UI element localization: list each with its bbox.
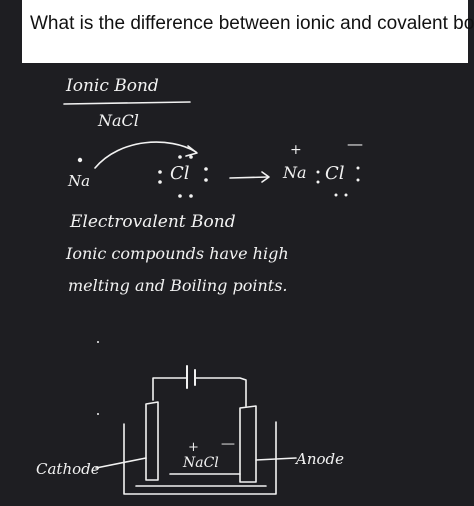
cl-dot-5 bbox=[204, 167, 208, 171]
cathode-electrode bbox=[145, 401, 159, 481]
reaction-arrow bbox=[229, 176, 269, 179]
chlorine-atom-label: Cl bbox=[170, 163, 190, 184]
ion-dot-2 bbox=[316, 180, 320, 184]
ionic-bond-title: Ionic Bond bbox=[66, 76, 159, 96]
cl-dot-7 bbox=[178, 194, 182, 198]
question-header: What is the difference between ionic and… bbox=[22, 0, 474, 63]
cathode-label: Cathode bbox=[36, 460, 100, 478]
chloride-ion-label: Cl bbox=[325, 163, 345, 184]
ion-dot-6 bbox=[344, 193, 348, 197]
title-underline bbox=[63, 101, 191, 105]
cl-dot-2 bbox=[158, 180, 162, 184]
cl-dot-8 bbox=[189, 194, 193, 198]
reaction-arrowhead bbox=[261, 171, 270, 183]
ion-dot-4 bbox=[356, 178, 360, 182]
electrolyte-minus-sign: — bbox=[221, 436, 235, 452]
electrolyte-label: NaCl bbox=[183, 455, 219, 471]
anode-label: Anode bbox=[296, 450, 345, 468]
left-wire bbox=[152, 377, 187, 401]
cathode-leader bbox=[95, 457, 147, 469]
electrolyte-plus-sign: + bbox=[188, 440, 199, 455]
cl-dot-1 bbox=[158, 170, 162, 174]
note-line-electrovalent: Electrovalent Bond bbox=[70, 212, 236, 232]
note-line-ionic-compounds: Ionic compounds have high bbox=[66, 244, 289, 263]
chloride-ion-charge: — bbox=[347, 134, 363, 153]
beaker bbox=[123, 421, 277, 495]
anode-electrode bbox=[239, 405, 257, 483]
question-text: What is the difference between ionic and… bbox=[30, 13, 474, 34]
stray-dot-2 bbox=[97, 413, 99, 415]
na-electron-dot bbox=[77, 157, 83, 163]
sodium-atom-label: Na bbox=[68, 172, 91, 190]
transfer-arrowhead bbox=[185, 145, 198, 157]
ion-dot-5 bbox=[334, 193, 338, 197]
cl-dot-3 bbox=[178, 155, 182, 159]
stray-dot-1 bbox=[97, 341, 99, 343]
ion-dot-1 bbox=[316, 170, 320, 174]
transfer-arrow bbox=[94, 141, 197, 169]
sodium-ion-label: Na bbox=[283, 163, 307, 182]
note-line-melting-points: melting and Boiling points. bbox=[68, 276, 288, 295]
ion-dot-3 bbox=[356, 166, 360, 170]
sodium-ion-charge: + bbox=[290, 142, 302, 158]
cl-dot-4 bbox=[189, 155, 193, 159]
right-wire bbox=[195, 377, 247, 407]
nacl-example: NaCl bbox=[98, 111, 139, 130]
cl-dot-6 bbox=[204, 178, 208, 182]
anode-leader bbox=[255, 457, 297, 461]
